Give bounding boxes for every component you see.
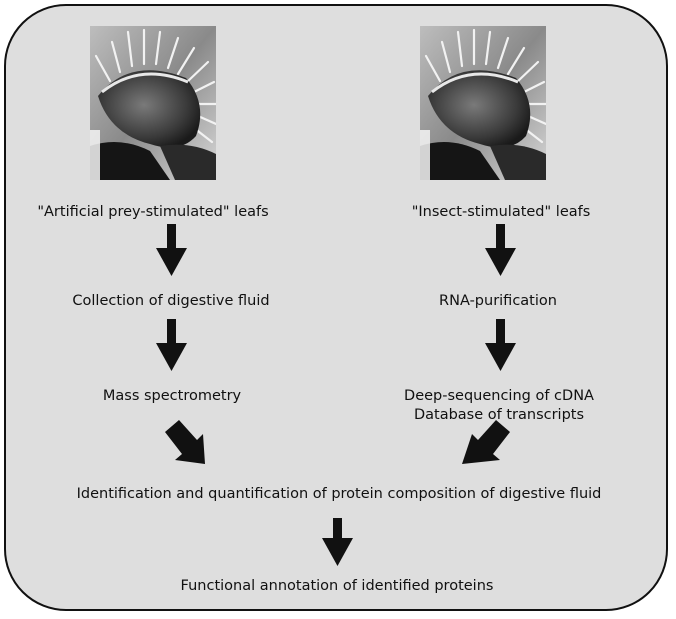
arrow-down-final [322,518,353,566]
flytrap-photo-left [90,26,216,180]
arrow-down-right-1 [485,224,516,276]
label-rna-purification: RNA-purification [439,293,557,309]
arrow-down-left-1 [156,224,187,276]
arrow-diagonal-right [462,420,510,464]
label-collection-digestive-fluid: Collection of digestive fluid [72,293,270,309]
arrow-diagonal-left [165,420,205,464]
label-functional-annotation: Functional annotation of identified prot… [180,578,494,594]
label-protein-identification: Identification and quantification of pro… [76,486,602,502]
label-mass-spectrometry: Mass spectrometry [102,388,242,404]
label-artificial-prey-leafs: "Artificial prey-stimulated" leafs [37,204,269,220]
label-transcript-database: Database of transcripts [413,407,585,423]
label-insect-stimulated-leafs: "Insect-stimulated" leafs [411,204,591,220]
arrow-down-right-2 [485,319,516,371]
arrow-down-left-2 [156,319,187,371]
label-deep-sequencing: Deep-sequencing of cDNA [404,388,594,404]
flytrap-photo-right [420,26,546,180]
